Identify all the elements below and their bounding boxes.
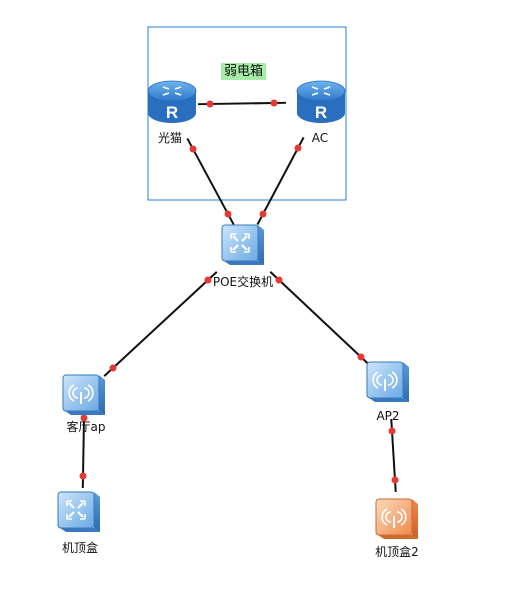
port-dot-modem-ac-a <box>206 100 214 108</box>
port-dot-modem-poe-b <box>224 210 232 218</box>
poe-switch-label: POE交换机 <box>212 275 274 289</box>
poe-switch-node[interactable] <box>221 224 264 265</box>
svg-text:R: R <box>166 103 178 122</box>
port-dot-poe-ap1-b <box>109 364 117 372</box>
access-point-icon <box>366 361 409 402</box>
switch-icon <box>221 224 264 265</box>
port-dot-poe-ap2-a <box>275 276 283 284</box>
set-top-box-node[interactable] <box>57 491 100 532</box>
weak-current-box-frame <box>147 26 347 201</box>
modem-node[interactable]: R <box>147 80 197 123</box>
weak-current-box-title: 弱电箱 <box>221 63 267 80</box>
svg-text:R: R <box>315 103 327 122</box>
link-ac-poe[interactable] <box>256 136 305 226</box>
access-point-icon <box>62 374 105 415</box>
link-poe-ap2[interactable] <box>269 271 371 366</box>
port-dot-ap1-stb1-a <box>80 414 88 422</box>
port-dot-ap2-stb2-a <box>388 427 396 435</box>
port-dot-poe-ap2-b <box>357 353 365 361</box>
port-dot-ap1-stb1-b <box>79 472 87 480</box>
port-dot-modem-poe-a <box>189 145 197 153</box>
ap2-label: AP2 <box>376 409 400 423</box>
living-room-ap-label: 客厅ap <box>66 420 106 434</box>
ac-node[interactable]: R <box>296 80 346 123</box>
router-icon: R <box>147 80 197 123</box>
ap2-node[interactable] <box>366 361 409 402</box>
set-top-box-2-label: 机顶盒2 <box>375 545 419 559</box>
port-dot-modem-ac-b <box>270 99 278 107</box>
modem-label: 光猫 <box>157 131 183 145</box>
port-dot-poe-ap1-a <box>204 276 212 284</box>
port-dot-ap2-stb2-b <box>391 476 399 484</box>
link-poe-ap1[interactable] <box>103 271 218 377</box>
living-room-ap-node[interactable] <box>62 374 105 415</box>
switch-icon <box>57 491 100 532</box>
wireless-box-icon <box>375 498 418 539</box>
ac-label: AC <box>311 131 329 145</box>
link-modem-poe[interactable] <box>186 137 235 226</box>
router-icon: R <box>296 80 346 123</box>
links-layer <box>79 99 399 493</box>
set-top-box-label: 机顶盒 <box>61 541 99 555</box>
port-dot-ac-poe-b <box>259 210 267 218</box>
port-dot-ac-poe-a <box>294 144 302 152</box>
set-top-box-2-node[interactable] <box>375 498 418 539</box>
